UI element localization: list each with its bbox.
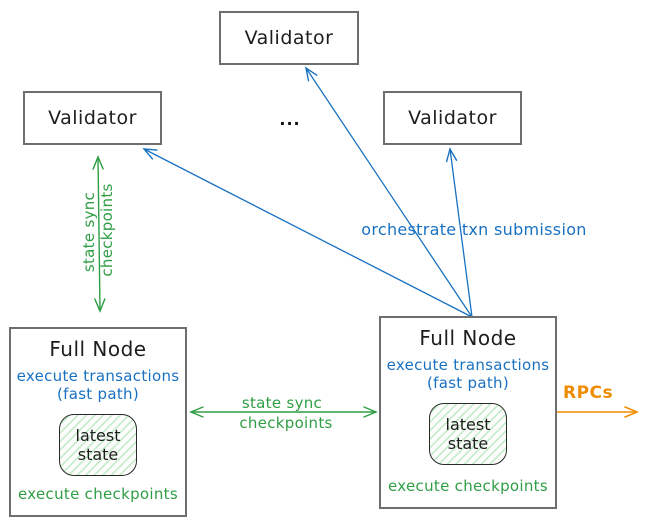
txn-arrow-to-right-validator (445, 147, 473, 318)
latest-state-left-line1: latest (75, 426, 121, 445)
state-sync-arrow-left-down (94, 233, 106, 313)
full-node-right-title: Full Node (419, 326, 517, 350)
full-node-left-footer: execute checkpoints (18, 485, 178, 503)
mid-state-sync-label-line2: checkpoints (239, 414, 333, 432)
rpcs-label: RPCs (563, 383, 614, 403)
txn-arrow-to-top-validator (304, 66, 473, 318)
latest-state-box-left: latest state (59, 414, 137, 476)
full-node-left-title: Full Node (49, 337, 147, 361)
validator-left-label: Validator (48, 107, 137, 129)
validator-box-top: Validator (219, 11, 359, 65)
left-state-sync-label-line2: checkpoints (98, 183, 116, 277)
validator-top-label: Validator (244, 27, 334, 49)
full-node-box-right: Full Node execute transactions (fast pat… (379, 316, 557, 509)
full-node-right-exec-line1: execute transactions (386, 356, 550, 374)
full-node-right-footer: execute checkpoints (388, 477, 548, 495)
full-node-right-exec-line2: (fast path) (426, 374, 510, 392)
state-sync-arrow-left-up (92, 155, 104, 235)
latest-state-left-line2: state (77, 445, 119, 464)
validator-right-label: Validator (408, 107, 497, 129)
mid-state-sync-label-line1: state sync (241, 394, 323, 412)
validator-box-left: Validator (23, 91, 162, 145)
full-node-left-exec-line1: execute transactions (16, 367, 180, 385)
full-node-box-left: Full Node execute transactions (fast pat… (9, 327, 187, 517)
validator-box-right: Validator (383, 91, 522, 145)
latest-state-box-right: latest state (429, 403, 507, 465)
left-state-sync-label-line1: state sync (80, 191, 98, 273)
full-node-left-exec-line2: (fast path) (56, 385, 140, 403)
latest-state-right-line2: state (447, 434, 489, 453)
full-node-right-execute-transactions: execute transactions (fast path) (387, 356, 550, 392)
full-node-left-execute-transactions: execute transactions (fast path) (17, 367, 180, 403)
latest-state-right-line1: latest (445, 415, 491, 434)
txn-arrow-to-left-validator (142, 148, 473, 318)
orchestrate-txn-submission-label: orchestrate txn submission (361, 220, 587, 239)
validators-ellipsis: ... (279, 110, 301, 129)
